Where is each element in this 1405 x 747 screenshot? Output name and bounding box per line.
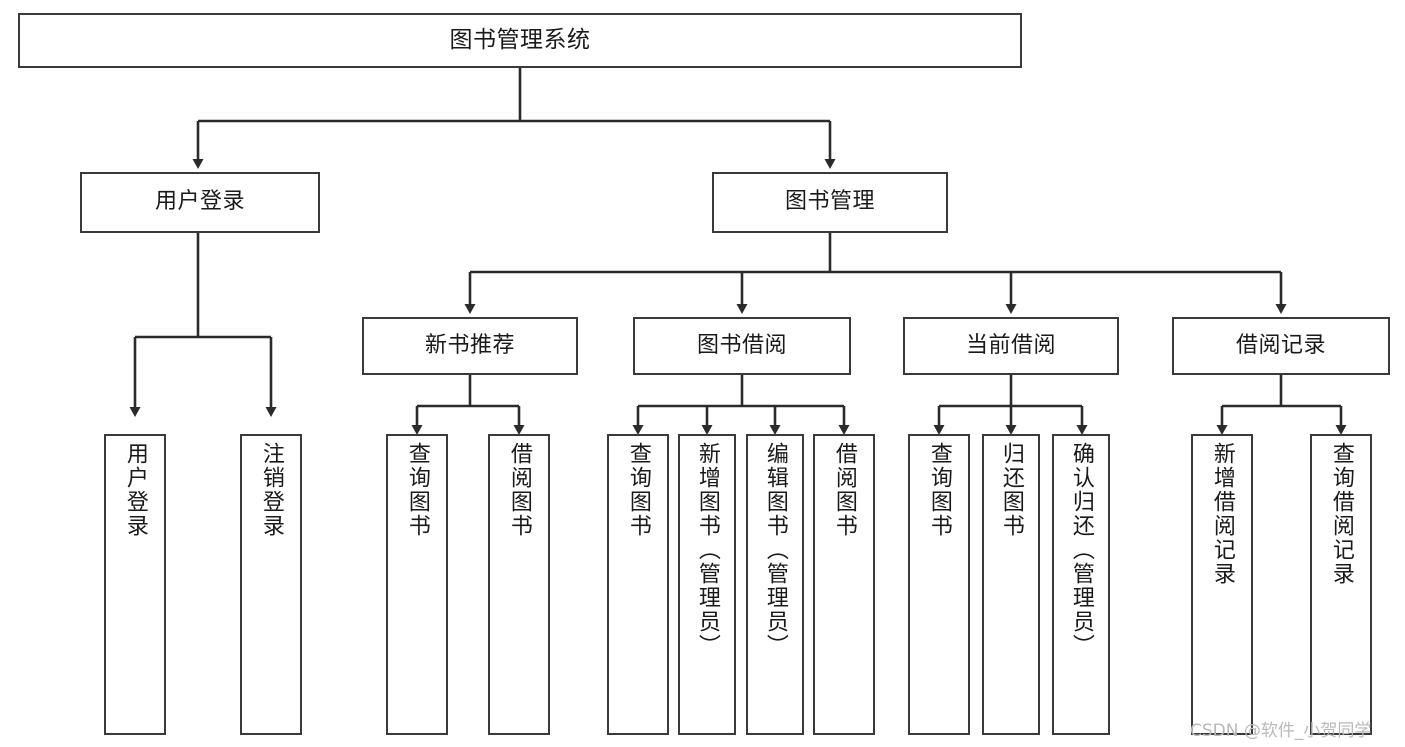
node-new-book-recommend-label: 新书推荐: [424, 332, 515, 358]
leaf-label: 新增借阅记录: [1209, 442, 1235, 586]
node-user-login[interactable]: 用户登录: [80, 172, 320, 233]
node-borrow-record-label: 借阅记录: [1235, 332, 1326, 358]
leaf-book-borrow-edit-book[interactable]: 编辑图书（管理员）: [746, 434, 804, 735]
leaf-book-borrow-query-book[interactable]: 查询图书: [607, 434, 669, 735]
leaf-label: 借阅图书: [506, 442, 532, 538]
leaf-label: 借阅图书: [831, 442, 857, 538]
node-borrow-record[interactable]: 借阅记录: [1172, 317, 1390, 375]
leaf-label: 新增图书（管理员）: [694, 442, 720, 658]
node-book-borrow[interactable]: 图书借阅: [633, 317, 851, 375]
leaf-borrow-record-query-record[interactable]: 查询借阅记录: [1310, 434, 1372, 735]
node-user-login-label: 用户登录: [154, 189, 245, 215]
leaf-label: 查询借阅记录: [1328, 442, 1354, 586]
node-new-book-recommend[interactable]: 新书推荐: [362, 317, 578, 375]
leaf-label: 编辑图书（管理员）: [762, 442, 788, 658]
node-book-borrow-label: 图书借阅: [696, 332, 787, 358]
leaf-current-borrow-confirm-return[interactable]: 确认归还（管理员）: [1052, 434, 1110, 735]
node-root[interactable]: 图书管理系统: [18, 13, 1022, 68]
node-current-borrow-label: 当前借阅: [965, 332, 1056, 358]
leaf-label: 归还图书: [998, 442, 1024, 538]
leaf-current-borrow-query-book[interactable]: 查询图书: [908, 434, 970, 735]
leaf-current-borrow-return-book[interactable]: 归还图书: [982, 434, 1040, 735]
node-book-management[interactable]: 图书管理: [712, 172, 948, 233]
leaf-label: 查询图书: [625, 442, 651, 538]
leaf-label: 查询图书: [926, 442, 952, 538]
leaf-label: 确认归还（管理员）: [1068, 442, 1094, 658]
leaf-label: 用户登录: [122, 442, 148, 538]
leaf-user-login-logout[interactable]: 注销登录: [240, 434, 302, 735]
node-book-management-label: 图书管理: [784, 189, 875, 215]
node-current-borrow[interactable]: 当前借阅: [903, 317, 1119, 375]
leaf-label: 查询图书: [404, 442, 430, 538]
csdn-watermark: CSDN @软件_小贺同学: [1190, 721, 1372, 741]
leaf-book-borrow-add-book[interactable]: 新增图书（管理员）: [678, 434, 736, 735]
leaf-new-book-query-book[interactable]: 查询图书: [386, 434, 448, 735]
leaf-label: 注销登录: [258, 442, 284, 538]
leaf-user-login-login[interactable]: 用户登录: [104, 434, 166, 735]
leaf-borrow-record-add-record[interactable]: 新增借阅记录: [1191, 434, 1253, 735]
leaf-new-book-borrow-book[interactable]: 借阅图书: [488, 434, 550, 735]
node-root-label: 图书管理系统: [449, 26, 591, 53]
leaf-book-borrow-borrow-book[interactable]: 借阅图书: [813, 434, 875, 735]
